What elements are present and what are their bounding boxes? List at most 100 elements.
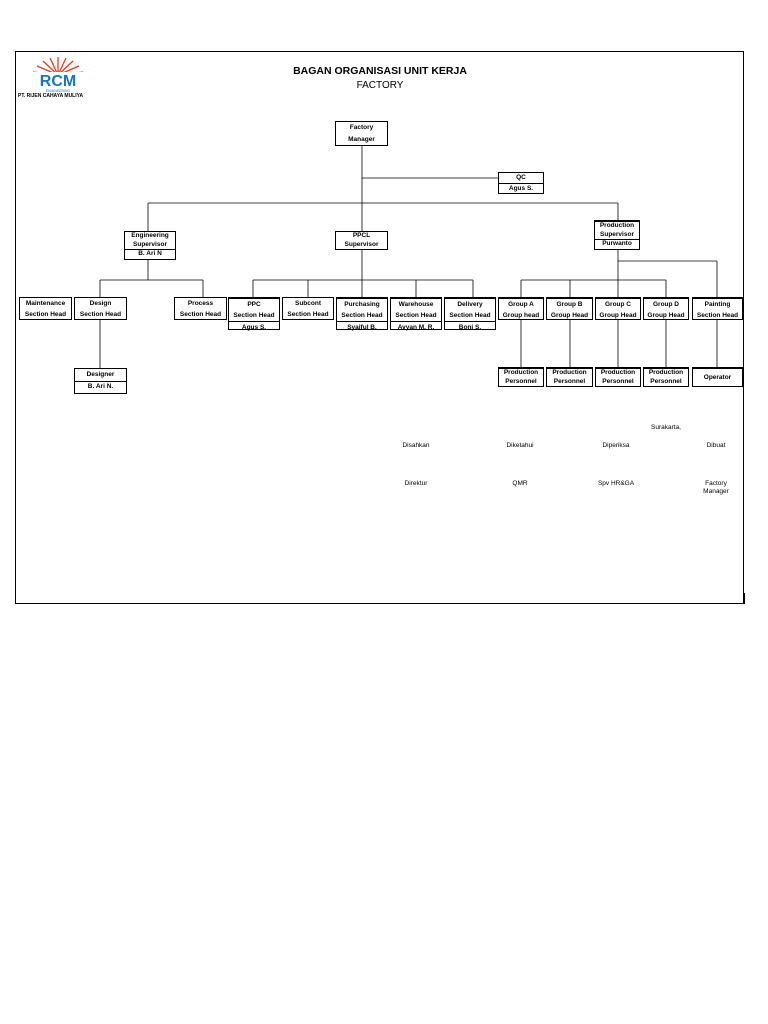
node-label: Section Head bbox=[24, 311, 67, 318]
node-process: Process Section Head bbox=[174, 297, 227, 320]
node-label: Manager bbox=[348, 136, 375, 143]
node-label: PPCL bbox=[352, 232, 371, 239]
node-person: Purwanto bbox=[595, 239, 639, 249]
node-production-personnel-3: Production Personnel bbox=[595, 367, 641, 387]
node-label: Factory bbox=[349, 124, 374, 131]
frame-left-stub bbox=[15, 593, 16, 603]
frame-right-stub bbox=[744, 593, 745, 603]
frame-gap bbox=[16, 497, 743, 603]
chart-title: BAGAN ORGANISASI UNIT KERJA bbox=[293, 65, 467, 77]
node-label: Section Head bbox=[395, 312, 437, 319]
node-warehouse: Warehouse Section Head Avyan M. R. bbox=[390, 297, 442, 333]
node-subcont: Subcont Section Head bbox=[282, 297, 334, 320]
node-label: PPC bbox=[247, 301, 261, 308]
node-label: Subcont bbox=[295, 300, 321, 307]
node-operator: Operator bbox=[692, 367, 743, 387]
node-label: Production bbox=[552, 369, 587, 376]
node-label: Section Head bbox=[449, 312, 491, 319]
node-label: Group B bbox=[556, 301, 583, 308]
svg-text:ENGINEERING: ENGINEERING bbox=[46, 89, 71, 93]
chart-subtitle: FACTORY bbox=[356, 80, 404, 91]
node-label: Process bbox=[187, 300, 214, 307]
node-person: Agus S. bbox=[499, 183, 543, 194]
node-label: Group Head bbox=[647, 312, 685, 319]
node-label: Section Head bbox=[79, 311, 122, 318]
signature-spv: Spv HR&GA bbox=[597, 480, 635, 487]
node-label: Personnel bbox=[553, 377, 586, 385]
signature-place: Surakarta, bbox=[651, 424, 681, 431]
node-engineering-supervisor: Engineering Supervisor B. Ari N bbox=[124, 231, 176, 260]
svg-text:RCM: RCM bbox=[40, 73, 76, 90]
logo-sunburst-icon: RCM ENGINEERING bbox=[32, 57, 84, 93]
signature-factory-manager: Factory Manager bbox=[686, 480, 746, 496]
node-group-c: Group C Group Head bbox=[595, 297, 641, 320]
node-label: Production bbox=[599, 222, 635, 229]
node-factory-manager: Factory Manager bbox=[335, 121, 388, 146]
node-person: Syaiful B. bbox=[337, 321, 387, 333]
node-production-personnel-4: Production Personnel bbox=[643, 367, 689, 387]
node-label: Supervisor bbox=[600, 230, 634, 238]
node-label: Designer bbox=[86, 371, 115, 378]
node-designer: Designer B. Ari N. bbox=[74, 368, 127, 394]
node-label: Personnel bbox=[602, 377, 634, 385]
node-label: Maintenance bbox=[25, 300, 66, 307]
signature-label: Factory bbox=[705, 480, 727, 487]
node-ppc: PPC Section Head Agus S. bbox=[228, 297, 280, 333]
node-label: Engineering bbox=[131, 232, 169, 239]
node-group-d: Group D Group Head bbox=[643, 297, 689, 320]
signature-label: Manager bbox=[703, 488, 729, 495]
page-frame bbox=[15, 51, 744, 604]
node-label: Operator bbox=[703, 374, 732, 381]
node-delivery: Delivery Section Head Boni S. bbox=[444, 297, 496, 333]
node-production-supervisor: Production Supervisor Purwanto bbox=[594, 220, 640, 250]
signature-diketahui: Diketahui bbox=[506, 442, 534, 449]
node-label: Production bbox=[503, 369, 539, 376]
signature-diperiksa: Diperiksa bbox=[602, 442, 630, 449]
node-person: B. Ari N. bbox=[75, 381, 126, 392]
node-label: Purchasing bbox=[344, 301, 380, 308]
signature-dibuat: Dibuat bbox=[706, 442, 726, 449]
node-label: Group A bbox=[508, 301, 534, 308]
node-label: Production bbox=[648, 369, 684, 376]
node-label: Supervisor bbox=[344, 240, 379, 248]
node-qc: QC Agus S. bbox=[498, 172, 544, 194]
node-production-personnel-1: Production Personnel bbox=[498, 367, 544, 387]
node-label: Warehouse bbox=[398, 301, 434, 308]
node-maintenance: Maintenance Section Head bbox=[19, 297, 72, 320]
node-label: Group Head bbox=[599, 312, 637, 319]
node-painting: Painting Section Head bbox=[692, 297, 743, 320]
node-label: Design bbox=[89, 300, 112, 307]
frame-bottom bbox=[15, 603, 745, 604]
node-group-b: Group B Group Head bbox=[546, 297, 593, 320]
node-label: Supervisor bbox=[133, 240, 167, 248]
node-ppcl-supervisor: PPCL Supervisor bbox=[335, 231, 388, 250]
node-label: Personnel bbox=[505, 377, 537, 385]
node-label: Painting bbox=[704, 301, 731, 308]
node-label: Delivery bbox=[457, 301, 483, 308]
node-label: Personnel bbox=[650, 377, 682, 385]
node-label: QC bbox=[516, 174, 526, 181]
signature-qmr: QMR bbox=[512, 480, 528, 487]
node-label: Section Head bbox=[287, 311, 329, 318]
node-label: Section Head bbox=[696, 312, 739, 319]
node-label: Section Head bbox=[179, 311, 222, 318]
node-label: Group Head bbox=[550, 312, 589, 319]
node-person: Avyan M. R. bbox=[391, 321, 441, 333]
node-label: Group D bbox=[653, 301, 679, 308]
node-group-a: Group A Group head bbox=[498, 297, 544, 320]
signature-direktur: Direktur bbox=[404, 480, 428, 487]
node-label: Production bbox=[600, 369, 636, 376]
company-name: PT. RIJEN CAHAYA MULIYA bbox=[18, 93, 84, 99]
node-label: Section Head bbox=[341, 312, 383, 319]
node-purchasing: Purchasing Section Head Syaiful B. bbox=[336, 297, 388, 333]
node-design: Design Section Head bbox=[74, 297, 127, 320]
node-production-personnel-2: Production Personnel bbox=[546, 367, 593, 387]
node-label: Section Head bbox=[233, 312, 275, 319]
node-person: Boni S. bbox=[445, 321, 495, 333]
node-label: Group C bbox=[605, 301, 631, 308]
node-label: Group head bbox=[502, 312, 540, 319]
node-person: Agus S. bbox=[229, 321, 279, 333]
node-person: B. Ari N bbox=[125, 249, 175, 259]
signature-disahkan: Disahkan bbox=[402, 442, 430, 449]
